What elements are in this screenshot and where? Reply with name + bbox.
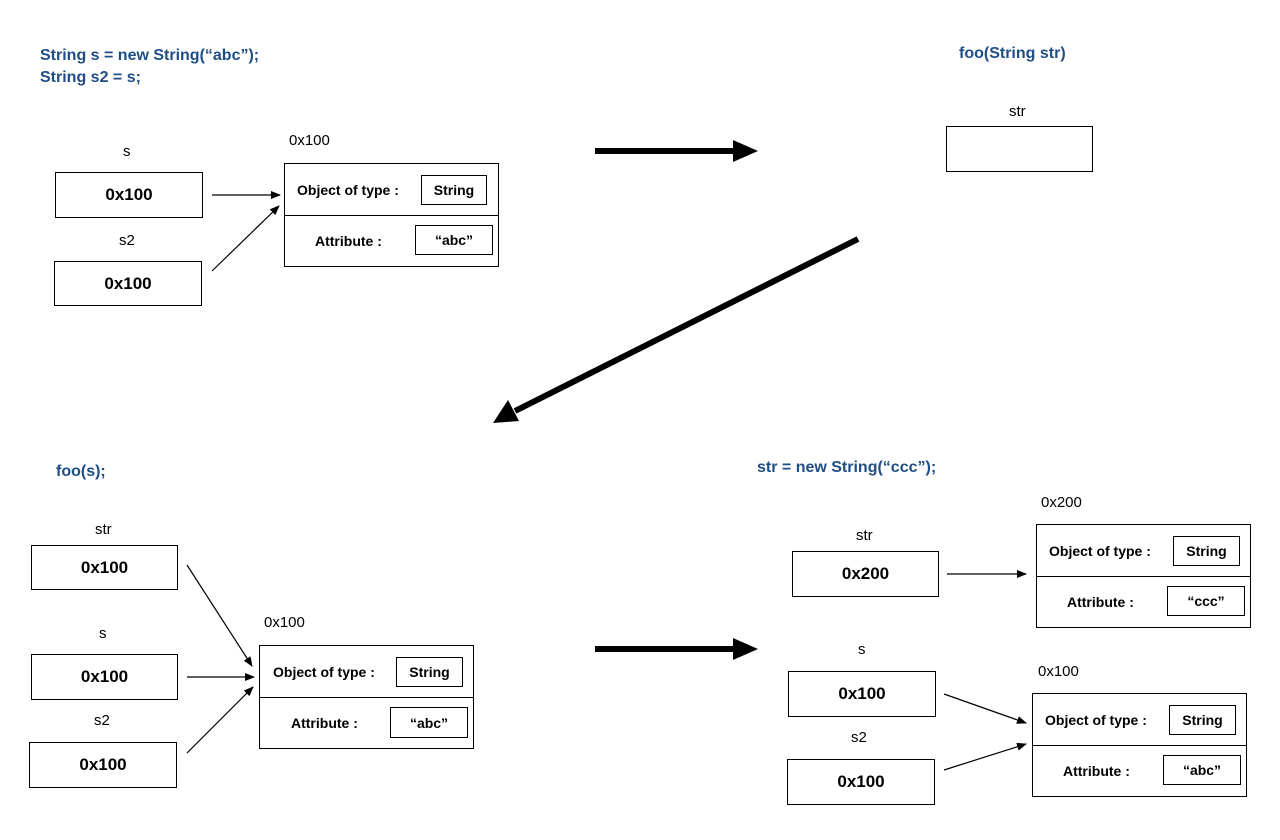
type-value-box: String (1173, 536, 1240, 566)
attribute-value-box: “abc” (390, 707, 468, 738)
var-str-label: str (95, 521, 112, 538)
attribute-label: Attribute : (1067, 594, 1134, 610)
code-panel-4: str = new String(“ccc”); (757, 459, 937, 476)
object-address-label: 0x100 (264, 614, 305, 631)
pointer-arrow-s2 (943, 742, 1027, 771)
attribute-label: Attribute : (315, 233, 382, 249)
old-string-object: Object of type : String Attribute : “abc… (1032, 693, 1247, 797)
code-line-1: String s = new String(“abc”); (40, 47, 260, 64)
var-s2-label: s2 (119, 232, 135, 249)
string-object: Object of type : String Attribute : “abc… (259, 645, 474, 749)
type-value-box: String (396, 657, 463, 687)
var-str-box: 0x200 (792, 551, 939, 597)
var-s2-box: 0x100 (54, 261, 202, 306)
var-s-box: 0x100 (788, 671, 936, 717)
var-str-box (946, 126, 1093, 172)
var-s2-label: s2 (851, 729, 867, 746)
attribute-value-box: “ccc” (1167, 586, 1245, 616)
var-s-label: s (123, 143, 131, 160)
transition-arrow-3 (595, 638, 758, 660)
type-label: Object of type : (1049, 543, 1151, 559)
var-s-box: 0x100 (55, 172, 203, 218)
var-s-box: 0x100 (31, 654, 178, 700)
transition-arrow-1 (595, 140, 758, 162)
new-object-address-label: 0x200 (1041, 494, 1082, 511)
code-panel-1: String s = new String(“abc”); String s2 … (40, 45, 259, 89)
pointer-arrow-s (943, 693, 1027, 724)
code-line-2: String s2 = s; (40, 69, 141, 86)
transition-arrow-2 (493, 236, 860, 423)
type-value-box: String (1169, 705, 1236, 735)
attribute-label: Attribute : (1063, 763, 1130, 779)
old-object-address-label: 0x100 (1038, 663, 1079, 680)
string-object: Object of type : String Attribute : “abc… (284, 163, 499, 267)
attribute-label: Attribute : (291, 715, 358, 731)
var-s2-box: 0x100 (29, 742, 177, 788)
attribute-value-box: “abc” (415, 225, 493, 255)
type-label: Object of type : (297, 182, 399, 198)
code-panel-2: foo(String str) (959, 45, 1066, 62)
type-label: Object of type : (1045, 712, 1147, 728)
var-str-box: 0x100 (31, 545, 178, 590)
var-str-label: str (856, 527, 873, 544)
type-value-box: String (421, 175, 487, 205)
var-str-label: str (1009, 103, 1026, 120)
var-s-label: s (858, 641, 866, 658)
new-string-object: Object of type : String Attribute : “ccc… (1036, 524, 1251, 628)
type-label: Object of type : (273, 664, 375, 680)
attribute-value-box: “abc” (1163, 755, 1241, 785)
pointer-arrow-str (186, 564, 253, 667)
code-panel-3: foo(s); (56, 463, 106, 480)
pointer-arrow-s2 (211, 205, 280, 272)
var-s-label: s (99, 625, 107, 642)
var-s2-box: 0x100 (787, 759, 935, 805)
pointer-arrow-s2 (186, 686, 254, 754)
object-address-label: 0x100 (289, 132, 330, 149)
var-s2-label: s2 (94, 712, 110, 729)
